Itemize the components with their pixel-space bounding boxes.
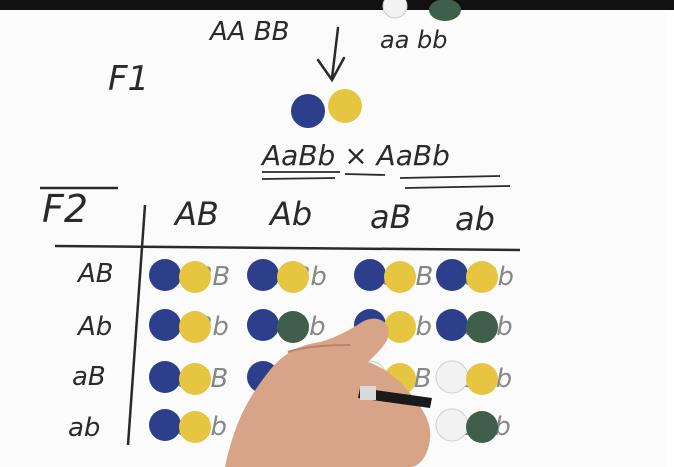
- marker-band: [360, 386, 376, 400]
- col-header-1: AB: [173, 195, 219, 233]
- col-header-4: ab: [455, 200, 495, 238]
- right-border: [666, 10, 674, 467]
- magnet-green-top: [429, 0, 461, 21]
- col-header-2: Ab: [268, 195, 312, 233]
- magnet-blue-0-2: [354, 259, 386, 291]
- magnet-white-3-3: [435, 408, 469, 442]
- magnet-yellow-3-0: [179, 411, 211, 443]
- magnet-blue-0-3: [436, 259, 468, 291]
- grid-horizontal-line: [54, 244, 521, 252]
- magnet-yellow-0-0: [179, 261, 211, 293]
- f1-magnet-yellow: [328, 89, 362, 123]
- cross-label: AaBb × AaBb: [260, 139, 450, 172]
- arrow-down: [316, 26, 346, 83]
- hand-knuckle-line: [287, 344, 351, 353]
- parent-left-label: AA BB: [208, 17, 290, 47]
- magnet-yellow-2-3: [466, 363, 498, 395]
- magnet-blue-1-1: [247, 309, 279, 341]
- grid-vertical-line: [126, 204, 147, 446]
- magnet-green-3-3: [466, 411, 498, 443]
- magnet-yellow-0-2: [384, 261, 416, 293]
- magnet-yellow-0-1: [277, 261, 309, 293]
- hand-image: [225, 318, 432, 467]
- hand-skin: [225, 318, 431, 467]
- magnet-blue-0-1: [247, 259, 279, 291]
- magnet-green-1-3: [466, 311, 498, 343]
- row-header-1: AB: [76, 259, 114, 289]
- magnet-green-1-1: [277, 311, 309, 343]
- magnet-blue-0-0: [149, 259, 181, 291]
- cross-underlines: [261, 171, 511, 189]
- row-header-3: aB: [72, 362, 106, 392]
- parent-right-label: aa bb: [380, 26, 448, 54]
- magnet-yellow-1-2: [384, 311, 416, 343]
- magnet-white-top: [382, 0, 408, 19]
- magnet-white-2-3: [435, 360, 469, 394]
- magnet-blue-2-0: [149, 361, 181, 393]
- col-header-3: aB: [370, 198, 412, 236]
- magnet-blue-3-0: [149, 409, 181, 441]
- magnet-yellow-0-3: [466, 261, 498, 293]
- f1-magnet-blue: [291, 94, 325, 128]
- magnet-blue-1-0: [149, 309, 181, 341]
- row-header-4: ab: [68, 413, 100, 443]
- row-header-2: Ab: [76, 312, 112, 342]
- f2-label: F2: [42, 187, 88, 231]
- top-edge: [0, 0, 674, 10]
- magnet-yellow-1-0: [179, 311, 211, 343]
- magnet-blue-1-3: [436, 309, 468, 341]
- f1-label: F1: [108, 59, 149, 99]
- marker-pen: [358, 388, 432, 408]
- magnet-yellow-2-0: [179, 363, 211, 395]
